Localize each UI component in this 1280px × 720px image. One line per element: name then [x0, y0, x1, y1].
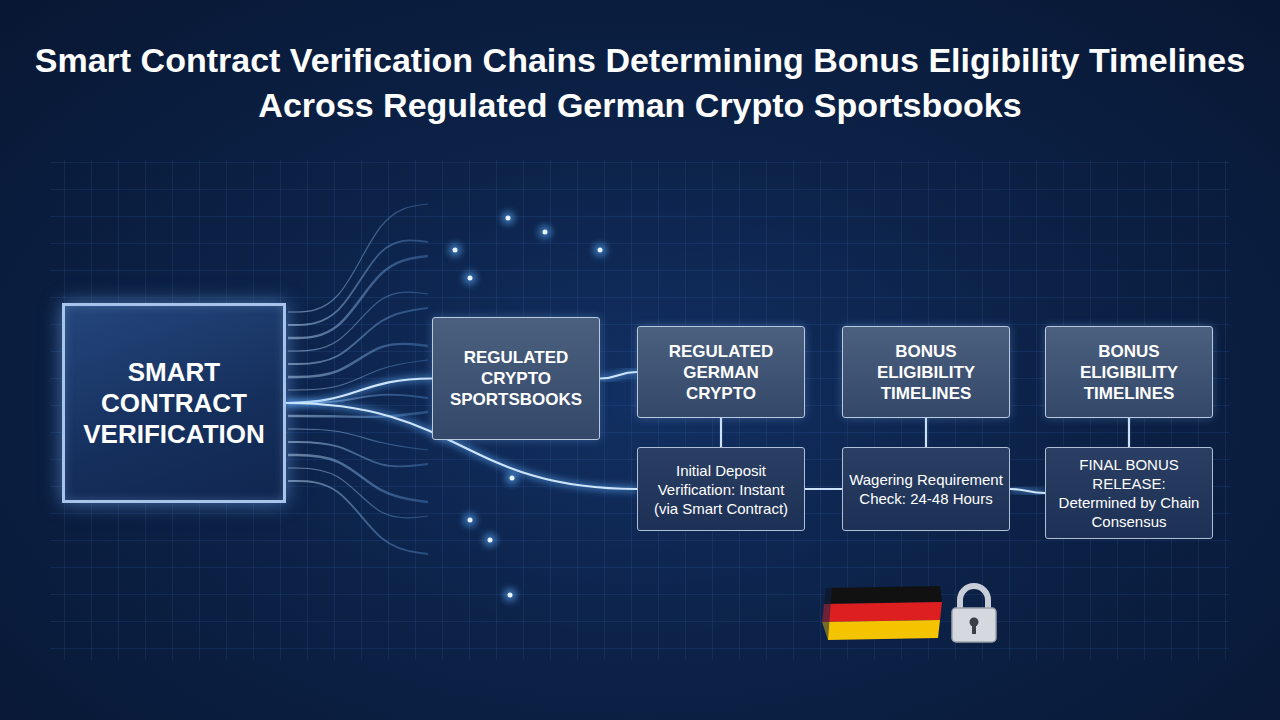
glow-dot: [593, 243, 607, 257]
stage-box: BONUS ELIGIBILITY TIMELINES: [842, 326, 1010, 418]
data-stream: [288, 204, 428, 312]
flow-connector: [1010, 489, 1045, 493]
flow-connector: [600, 372, 637, 379]
data-stream: [288, 412, 428, 417]
data-stream: [288, 455, 428, 502]
stage-box: REGULATED GERMAN CRYPTO: [637, 326, 805, 418]
title: Smart Contract Verification Chains Deter…: [20, 38, 1260, 128]
data-stream: [288, 240, 428, 325]
data-stream: [288, 429, 428, 450]
data-stream: [288, 481, 428, 554]
lock-icon: [952, 586, 996, 642]
detail-box: Wagering Requirement Check: 24-48 Hours: [842, 447, 1010, 531]
node-label: SMART CONTRACT VERIFICATION: [65, 357, 283, 450]
data-stream: [288, 292, 428, 351]
detail-box: Initial Deposit Verification: Instant (v…: [637, 447, 805, 531]
node-label: REGULATED GERMAN CRYPTO: [638, 341, 804, 404]
flow-connector: [286, 379, 432, 404]
glow-dot: [501, 211, 515, 225]
node-label: REGULATED CRYPTO SPORTSBOOKS: [433, 347, 599, 410]
stage-box: REGULATED CRYPTO SPORTSBOOKS: [432, 317, 600, 440]
node-label: BONUS ELIGIBILITY TIMELINES: [843, 341, 1009, 404]
glow-dot: [483, 533, 497, 547]
data-stream: [288, 344, 428, 377]
main-box: SMART CONTRACT VERIFICATION: [62, 303, 286, 503]
glow-dot: [538, 225, 552, 239]
data-stream: [288, 308, 428, 364]
detail-box: FINAL BONUS RELEASE: Determined by Chain…: [1045, 447, 1213, 539]
flow-connector: [1129, 418, 1130, 447]
glow-dot: [448, 243, 462, 257]
flow-connector: [805, 489, 842, 490]
german-flag: [822, 586, 942, 640]
data-stream: [288, 468, 428, 518]
stage-box: BONUS ELIGIBILITY TIMELINES: [1045, 326, 1213, 418]
flow-connector: [721, 418, 722, 447]
data-stream: [288, 256, 428, 338]
node-label: Initial Deposit Verification: Instant (v…: [638, 461, 804, 518]
node-label: FINAL BONUS RELEASE: Determined by Chain…: [1046, 455, 1212, 531]
flow-connector: [926, 418, 927, 447]
node-label: BONUS ELIGIBILITY TIMELINES: [1046, 341, 1212, 404]
data-stream: [288, 360, 428, 390]
grid: [50, 160, 1230, 660]
node-label: Wagering Requirement Check: 24-48 Hours: [843, 470, 1009, 508]
glow-dot: [463, 513, 477, 527]
glow-dot: [463, 271, 477, 285]
glow-dot: [503, 588, 517, 602]
